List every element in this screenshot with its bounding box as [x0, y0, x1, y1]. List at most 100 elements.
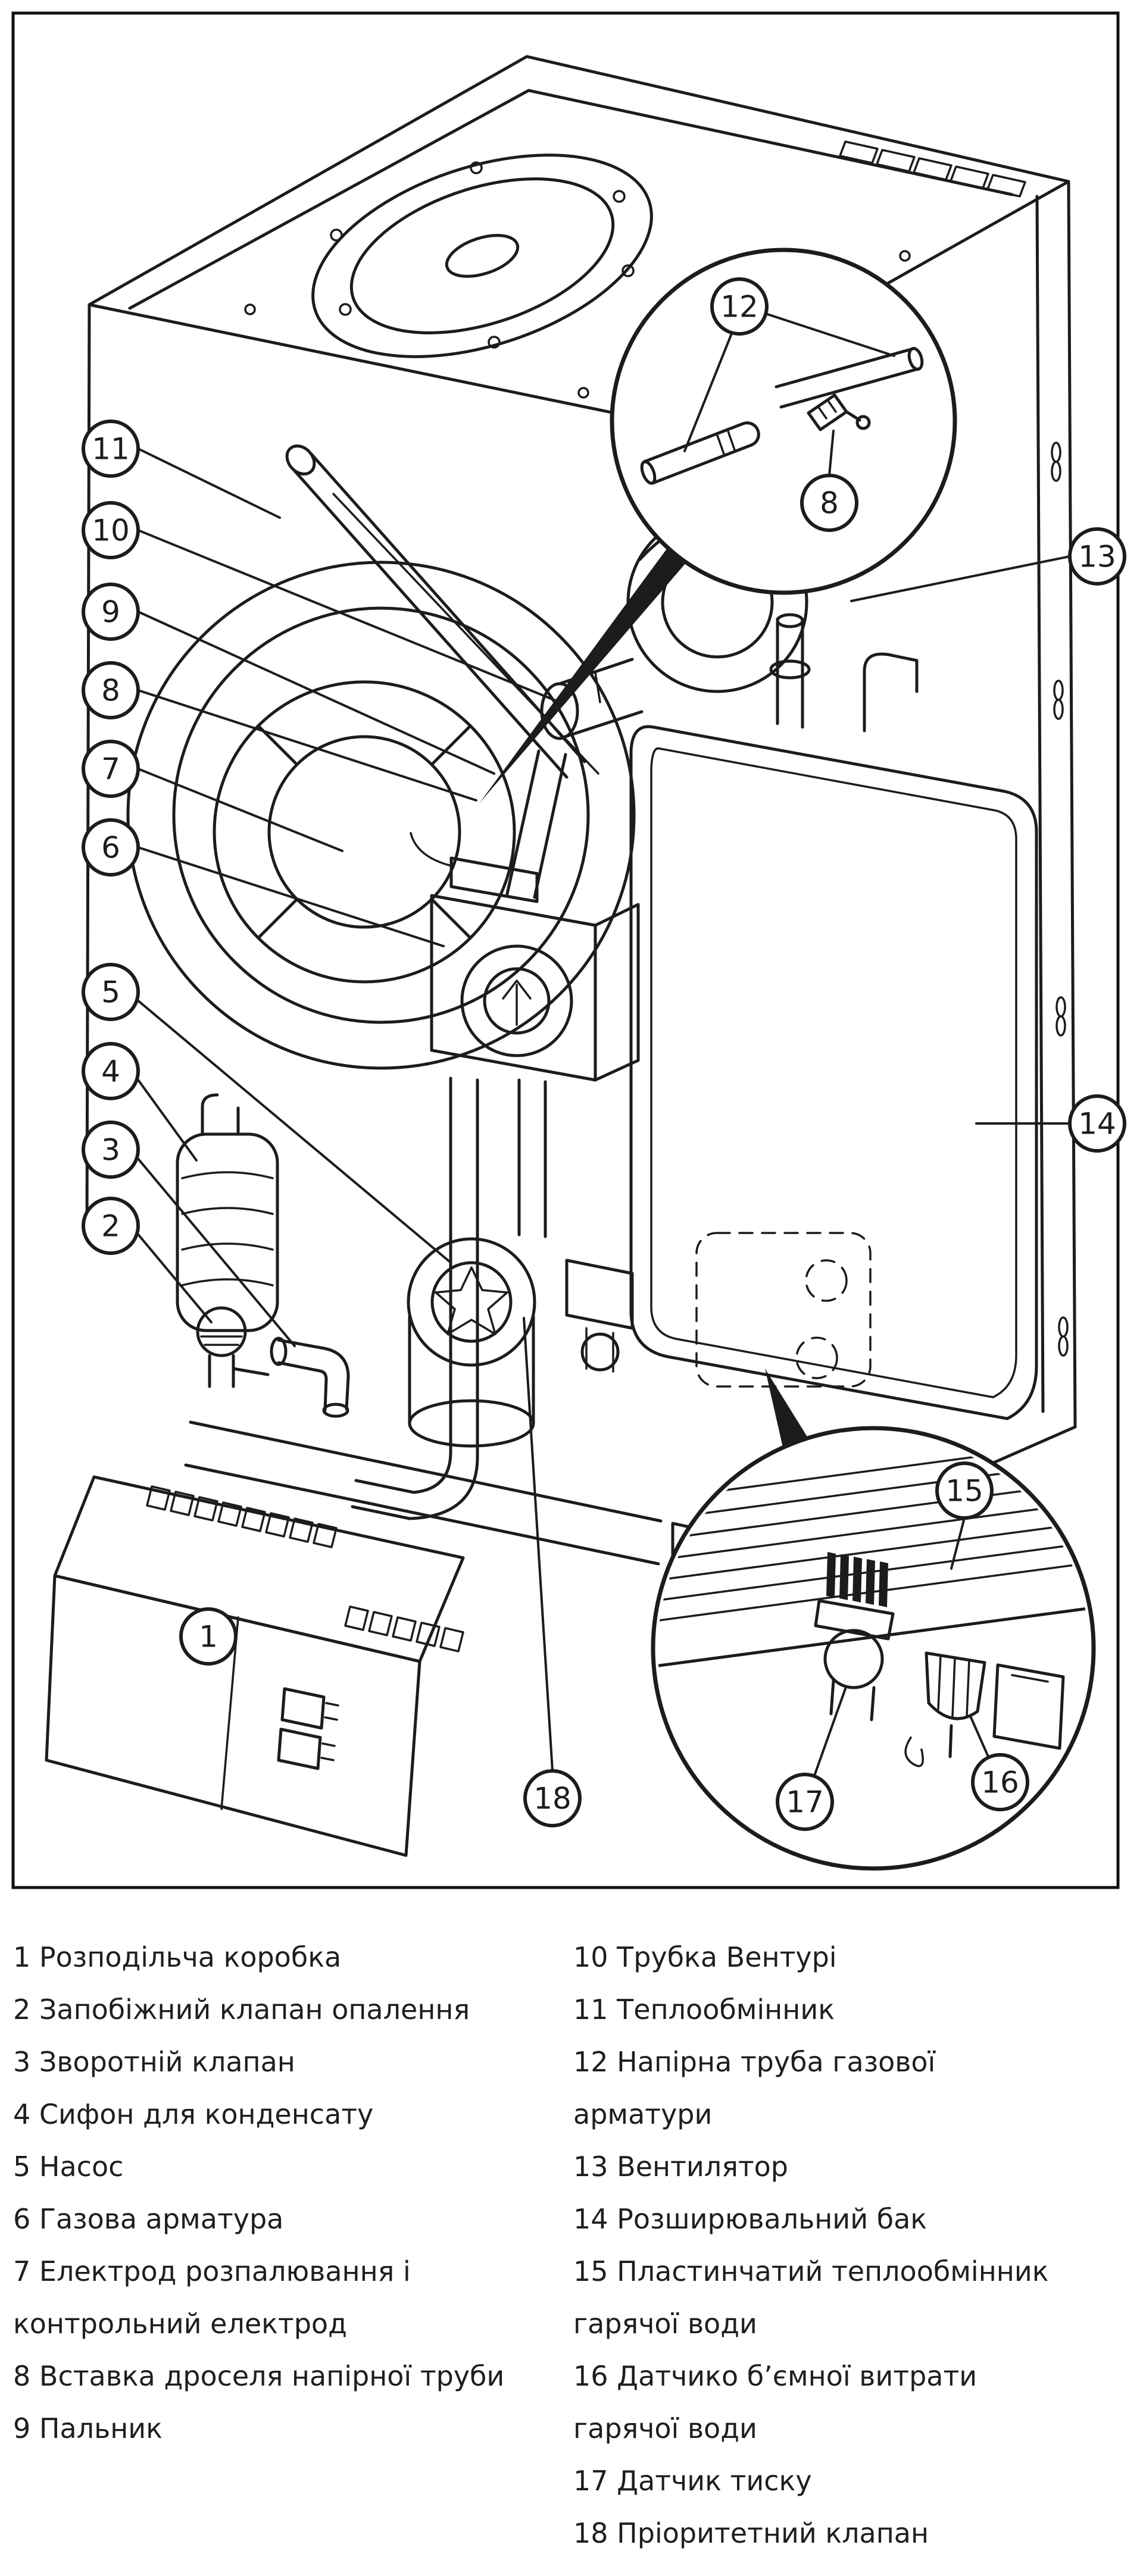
- legend-item-text: Запобіжний клапан опалення: [39, 1993, 470, 2026]
- callout-12-label: 12: [720, 290, 758, 324]
- pipes: [351, 1076, 547, 1520]
- legend-item-13: 13 Вентилятор: [573, 2140, 1055, 2193]
- legend-item-6: 6 Газова арматура: [13, 2193, 555, 2245]
- pump: [407, 1237, 536, 1448]
- callout-3: 3: [82, 1120, 140, 1179]
- flow-sensor: [904, 1651, 1065, 1767]
- callout-9: 9: [82, 583, 140, 641]
- legend-item-number: 1: [13, 1941, 31, 1973]
- inset-top-content: [640, 346, 924, 485]
- legend-item-number: 3: [13, 2046, 31, 2078]
- legend-column-left: 1 Розподільча коробка 2 Запобіжний клапа…: [13, 1931, 555, 2455]
- callout-7-label: 7: [101, 752, 120, 787]
- legend-item-number: 14: [573, 2203, 608, 2235]
- legend-item-text: Газова арматура: [39, 2203, 284, 2235]
- legend-item-9: 9 Пальник: [13, 2402, 555, 2455]
- callout-4-label: 4: [101, 1054, 120, 1089]
- cable-combs: [146, 1485, 464, 1652]
- legend-item-text: Датчик тиску: [617, 2465, 812, 2497]
- legend-item-number: 15: [573, 2255, 608, 2287]
- legend-item-number: 10: [573, 1941, 608, 1973]
- boiler-diagram: 11 10 9 8 7 6 5 4 3 2 1 18 13 14 12 8 15: [11, 11, 1126, 1889]
- callout-10: 10: [82, 501, 140, 559]
- callout-7: 7: [82, 740, 140, 798]
- inset-top-pointer: [479, 548, 686, 803]
- legend-item-15: 15 Пластинчатий теплообмінник гарячої во…: [573, 2245, 1055, 2350]
- leader-17: [813, 1688, 847, 1777]
- legend-item-number: 16: [573, 2360, 608, 2392]
- legend-item-10: 10 Трубка Вентурі: [573, 1931, 1055, 1983]
- legend-item-text: Розподільча коробка: [39, 1941, 342, 1973]
- legend-item-11: 11 Теплообмінник: [573, 1983, 1055, 2036]
- callout-13: 13: [1068, 527, 1126, 586]
- legend-item-text: Вентилятор: [617, 2151, 789, 2183]
- legend-item-number: 5: [13, 2151, 31, 2183]
- callout-14-label: 14: [1078, 1107, 1116, 1141]
- callout-18: 18: [523, 1769, 582, 1827]
- callout-2-label: 2: [101, 1209, 120, 1244]
- callout-16: 16: [971, 1753, 1029, 1811]
- priority-valve: [565, 1259, 634, 1373]
- callout-14: 14: [1068, 1094, 1126, 1153]
- legend-item-1: 1 Розподільча коробка: [13, 1931, 555, 1983]
- callout-12: 12: [710, 277, 769, 336]
- legend-item-14: 14 Розширювальний бак: [573, 2193, 1055, 2245]
- callout-8-inset: 8: [800, 474, 858, 532]
- legend-item-text: Електрод розпалювання і контрольний елек…: [13, 2255, 411, 2340]
- callout-1: 1: [179, 1607, 238, 1666]
- legend-item-text: Пріоритетний клапан: [617, 2517, 929, 2549]
- legend-item-12: 12 Напірна труба газової арматури: [573, 2036, 1055, 2140]
- callout-2: 2: [82, 1197, 140, 1255]
- legend-item-number: 17: [573, 2465, 608, 2497]
- callout-13-label: 13: [1078, 540, 1116, 574]
- legend-item-2: 2 Запобіжний клапан опалення: [13, 1983, 555, 2036]
- callout-17-label: 17: [786, 1785, 824, 1820]
- legend-item-number: 11: [573, 1993, 608, 2026]
- legend-item-number: 13: [573, 2151, 608, 2183]
- callout-8-inset-label: 8: [820, 486, 839, 521]
- legend-item-text: Теплообмінник: [617, 1993, 835, 2026]
- condensate-siphon: [176, 1093, 279, 1332]
- legend-item-text: Розширювальний бак: [617, 2203, 927, 2235]
- legend-item-number: 8: [13, 2360, 31, 2392]
- callout-11: 11: [82, 420, 140, 478]
- legend-item-number: 2: [13, 1993, 31, 2026]
- legend-item-text: Сифон для конденсату: [39, 2098, 374, 2130]
- hidden-parts-marker: [695, 1232, 872, 1388]
- callout-11-label: 11: [92, 432, 130, 467]
- legend-column-right: 10 Трубка Вентурі 11 Теплообмінник 12 На…: [573, 1931, 1055, 2559]
- callout-15-label: 15: [945, 1474, 983, 1508]
- callout-9-label: 9: [101, 595, 120, 630]
- legend-item-number: 4: [13, 2098, 31, 2130]
- expansion-tank: [629, 613, 1038, 1420]
- legend-item-7: 7 Електрод розпалювання і контрольний ел…: [13, 2245, 555, 2350]
- chassis-louvers: [839, 140, 1069, 1357]
- callout-18-label: 18: [533, 1782, 572, 1816]
- legend-item-8: 8 Вставка дроселя напірної труби: [13, 2350, 555, 2402]
- legend-item-text: Пластинчатий теплообмінник гарячої води: [573, 2255, 1049, 2340]
- leader-lines: [136, 447, 1071, 1772]
- leader-12a: [683, 331, 733, 452]
- callout-16-label: 16: [981, 1766, 1019, 1800]
- legend-item-number: 6: [13, 2203, 31, 2235]
- leader-12b: [764, 312, 895, 357]
- legend-item-text: Вставка дроселя напірної труби: [39, 2360, 505, 2392]
- callout-5-label: 5: [101, 975, 120, 1010]
- legend-item-number: 18: [573, 2517, 608, 2549]
- legend-item-18: 18 Пріоритетний клапан: [573, 2507, 1055, 2559]
- heat-exchanger: [126, 561, 636, 1070]
- callout-15: 15: [935, 1461, 994, 1520]
- check-valve: [270, 1336, 350, 1418]
- legend-item-text: Зворотній клапан: [39, 2046, 295, 2078]
- distribution-box: [45, 1475, 465, 1857]
- ignition-electrode-rail: [285, 444, 599, 779]
- legend-item-5: 5 Насос: [13, 2140, 555, 2193]
- leader-8-inset: [828, 430, 835, 477]
- callout-6-label: 6: [101, 831, 120, 865]
- legend-item-text: Трубка Вентурі: [617, 1941, 837, 1973]
- callout-4: 4: [82, 1042, 140, 1100]
- flue-opening: [311, 154, 653, 358]
- leader-16: [969, 1715, 989, 1758]
- callout-6: 6: [82, 818, 140, 877]
- legend-item-17: 17 Датчик тиску: [573, 2455, 1055, 2507]
